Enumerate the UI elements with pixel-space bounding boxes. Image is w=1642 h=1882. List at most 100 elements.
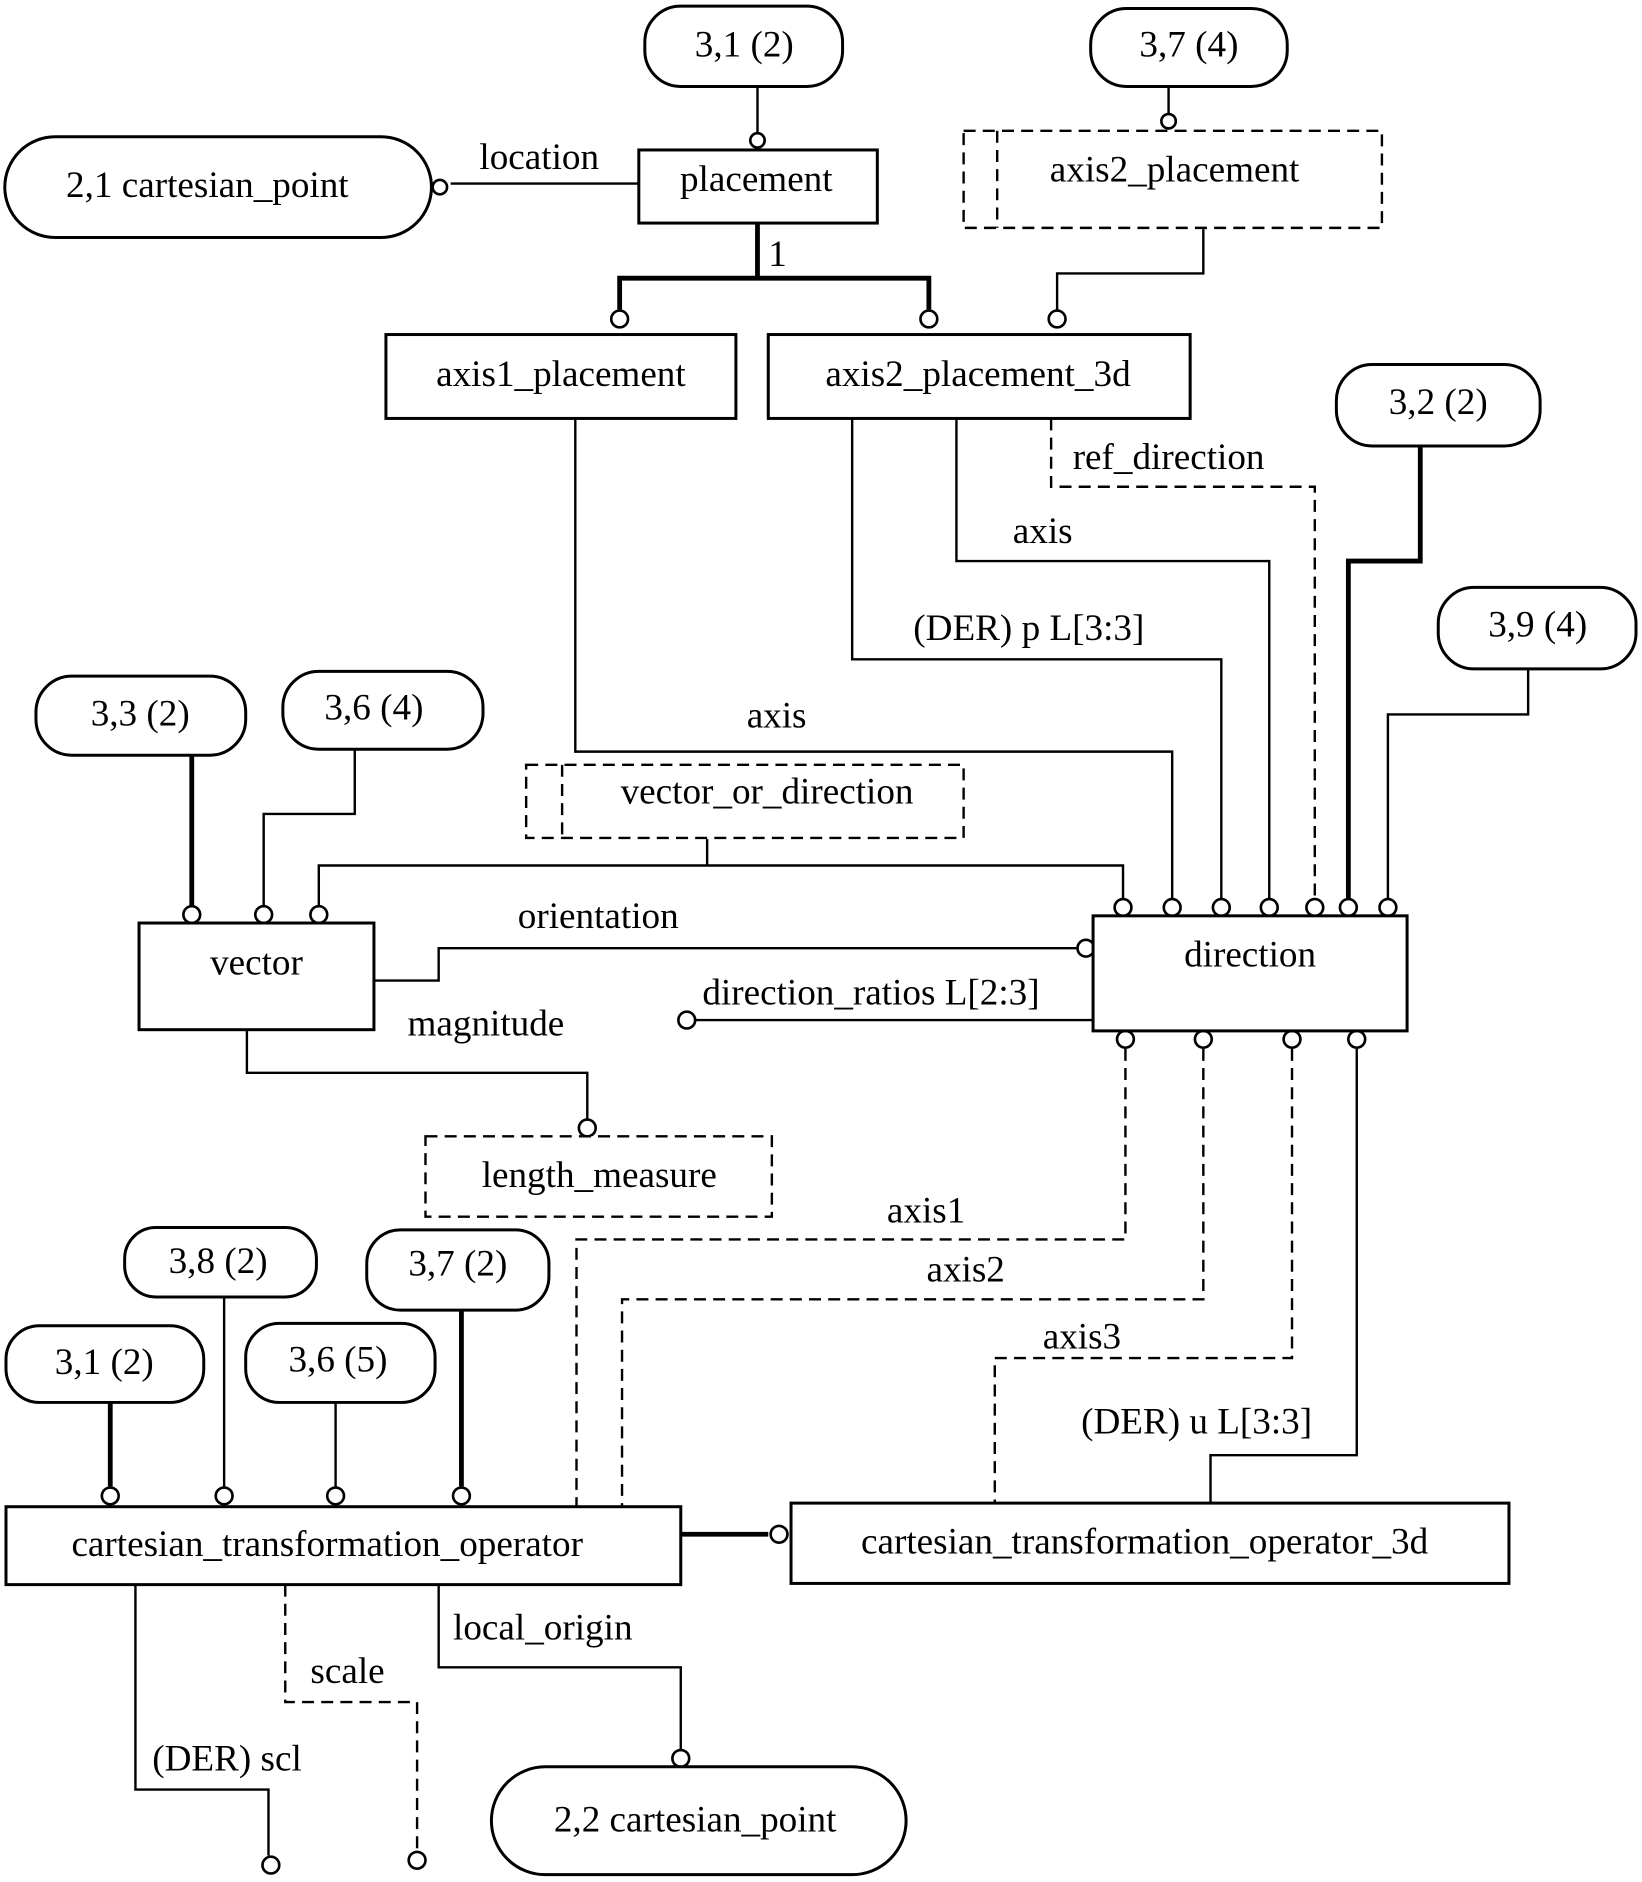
label-der-p: (DER) p L[3:3] — [913, 608, 1144, 649]
ring-marker — [1259, 897, 1279, 918]
label-axis3: axis3 — [1043, 1317, 1121, 1358]
ring-marker — [1347, 1029, 1367, 1049]
page-ref-label: 3,6 (5) — [288, 1339, 387, 1380]
entity-label: cartesian_transformation_operator — [71, 1524, 583, 1565]
entity-axis1-placement[interactable]: axis1_placement — [384, 333, 738, 420]
ring-marker — [1378, 897, 1398, 918]
page-ref-36-4[interactable]: 3,6 (4) — [281, 669, 485, 751]
page-ref-31-top[interactable]: 3,1 (2) — [643, 4, 845, 88]
ring-marker — [609, 309, 630, 329]
ring-marker — [309, 904, 329, 925]
ring-marker — [1162, 897, 1182, 918]
ring-marker — [677, 1010, 697, 1030]
line-axis1-axis — [574, 418, 1174, 900]
ring-markers — [100, 112, 1398, 1875]
page-ref-31-bottom[interactable]: 3,1 (2) — [4, 1324, 206, 1404]
page-ref-label: 3,1 (2) — [55, 1342, 154, 1383]
label-location: location — [479, 137, 599, 178]
page-ref-label: 3,2 (2) — [1389, 382, 1488, 423]
ring-marker — [261, 1855, 281, 1875]
label-local-origin: local_origin — [453, 1608, 633, 1649]
ring-marker — [1193, 1029, 1214, 1049]
line-axis2-placement-subtype — [1055, 229, 1205, 313]
entity-direction[interactable]: direction — [1091, 914, 1409, 1033]
entity-vector[interactable]: vector — [137, 921, 376, 1032]
ring-marker — [407, 1850, 427, 1870]
page-ref-label: 3,3 (2) — [91, 693, 190, 734]
ring-marker — [748, 131, 766, 149]
label-der-u: (DER) u L[3:3] — [1081, 1402, 1312, 1443]
ring-marker — [1305, 897, 1325, 918]
label-direction-ratios: direction_ratios L[2:3] — [702, 973, 1039, 1014]
select-type-vector-or-direction[interactable]: vector_or_direction — [524, 763, 965, 840]
label-axis-a1p: axis — [747, 696, 807, 737]
label-magnitude: magnitude — [408, 1004, 565, 1045]
page-ref-33[interactable]: 3,3 (2) — [34, 674, 248, 757]
label-orientation: orientation — [518, 896, 679, 937]
line-orientation — [373, 946, 1077, 982]
line-axis2 — [620, 1048, 1205, 1507]
ring-marker — [253, 904, 274, 925]
type-label: vector_or_direction — [621, 771, 914, 812]
entity-label: vector — [210, 943, 303, 984]
label-scale: scale — [310, 1651, 384, 1692]
page-ref-36-5[interactable]: 3,6 (5) — [244, 1321, 437, 1404]
page-ref-38[interactable]: 3,8 (2) — [123, 1225, 318, 1299]
line-ref-direction — [1049, 418, 1316, 900]
page-ref-label: 3,7 (4) — [1139, 25, 1238, 66]
page-ref-37-top[interactable]: 3,7 (4) — [1089, 7, 1289, 88]
page-ref-37-2[interactable]: 3,7 (2) — [365, 1228, 551, 1312]
line-local-origin — [437, 1584, 682, 1751]
type-label: length_measure — [482, 1155, 717, 1196]
label-axis2: axis2 — [926, 1249, 1004, 1290]
ring-marker — [1113, 897, 1133, 918]
ring-marker — [1338, 897, 1359, 918]
ring-marker — [577, 1118, 597, 1138]
label-der-scl: (DER) scl — [152, 1738, 302, 1779]
ring-marker — [671, 1748, 691, 1769]
line-scale — [284, 1584, 419, 1851]
page-ref-label: 2,2 cartesian_point — [554, 1800, 837, 1841]
page-ref-32[interactable]: 3,2 (2) — [1334, 363, 1542, 448]
entity-label: direction — [1184, 934, 1316, 975]
ring-marker — [100, 1486, 120, 1506]
entity-placement[interactable]: placement — [637, 148, 879, 225]
ring-marker — [769, 1524, 789, 1544]
page-ref-39[interactable]: 3,9 (4) — [1436, 585, 1638, 671]
entity-cartesian-transformation-operator-3d[interactable]: cartesian_transformation_operator_3d — [789, 1501, 1511, 1585]
line-ref36-vector — [262, 749, 356, 907]
type-label: axis2_placement — [1050, 149, 1300, 190]
ring-marker — [431, 178, 449, 196]
line-der-u — [1209, 1048, 1358, 1504]
page-ref-label: 3,9 (4) — [1488, 605, 1587, 646]
ring-marker — [1047, 309, 1067, 329]
defined-type-length-measure[interactable]: length_measure — [424, 1135, 774, 1218]
ring-marker — [214, 1486, 234, 1506]
page-ref-22-cartesian-point[interactable]: 2,2 cartesian_point — [489, 1765, 908, 1877]
ring-marker — [1211, 897, 1232, 918]
line-der-scl — [134, 1584, 270, 1856]
ring-marker — [919, 309, 939, 329]
select-type-axis2-placement[interactable]: axis2_placement — [962, 129, 1384, 230]
page-ref-label: 3,6 (4) — [324, 687, 423, 728]
ring-marker — [1160, 112, 1178, 130]
label-ref-direction: ref_direction — [1073, 437, 1265, 478]
line-der-p — [850, 418, 1223, 900]
line-axis3 — [993, 1048, 1294, 1504]
connectors — [107, 86, 1530, 1856]
ring-marker — [1115, 1029, 1136, 1049]
page-ref-label: 3,8 (2) — [169, 1241, 268, 1282]
label-cardinality-one: 1 — [768, 234, 787, 275]
line-axis1 — [575, 1048, 1127, 1507]
line-placement-subtypes — [617, 224, 932, 310]
page-ref-21-cartesian-point[interactable]: 2,1 cartesian_point — [3, 135, 433, 239]
line-ref39-direction — [1386, 668, 1530, 900]
ring-marker — [325, 1486, 346, 1506]
entity-cartesian-transformation-operator[interactable]: cartesian_transformation_operator — [4, 1505, 683, 1587]
page-ref-label: 3,7 (2) — [408, 1244, 507, 1285]
entity-axis2-placement-3d[interactable]: axis2_placement_3d — [766, 333, 1192, 420]
relation-labels: location 1 ref_direction axis (DER) p L[… — [152, 137, 1312, 1779]
entity-label: axis2_placement_3d — [825, 354, 1131, 395]
line-ref32-direction — [1345, 446, 1423, 900]
label-axis1: axis1 — [887, 1191, 965, 1232]
